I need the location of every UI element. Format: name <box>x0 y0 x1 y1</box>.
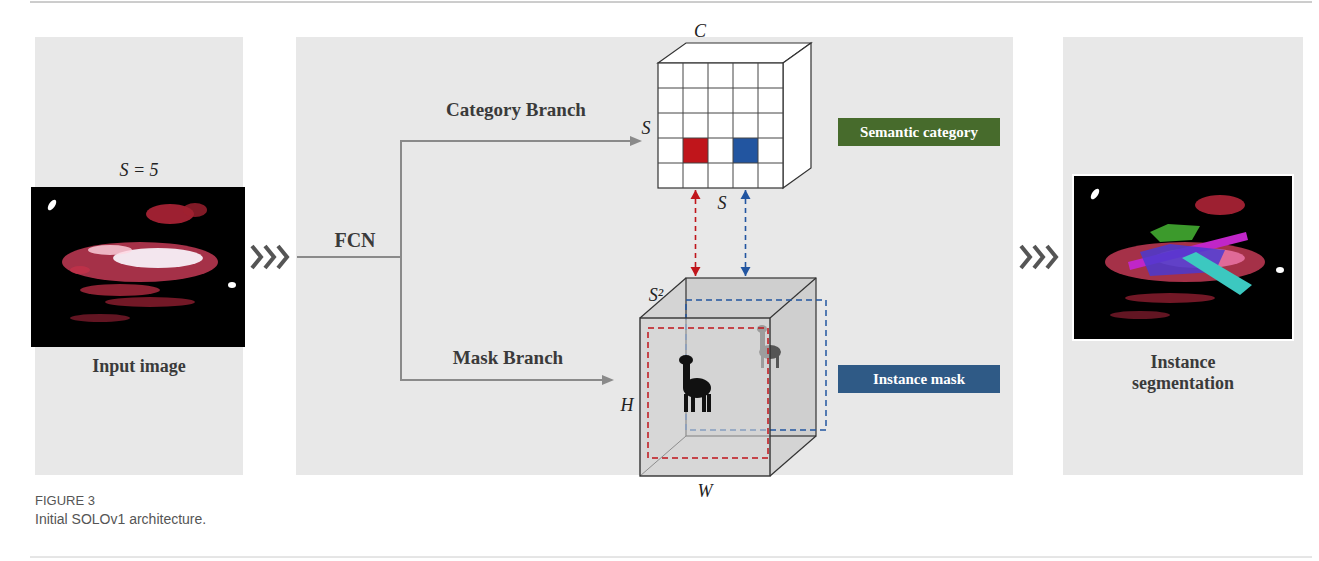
cube-edge <box>640 278 686 318</box>
tag-text: Semantic category <box>860 124 978 141</box>
arrow-head <box>741 190 751 199</box>
segment-mask <box>1182 252 1252 295</box>
grid-line <box>658 138 783 139</box>
dimension-label: S <box>642 118 651 139</box>
network-panel <box>296 37 1013 475</box>
category-grid: CSS <box>658 43 811 188</box>
branch-line <box>297 256 401 258</box>
chevron <box>1047 246 1056 268</box>
cube-side <box>783 43 811 188</box>
branch-line <box>400 379 604 381</box>
dimension-label: W <box>698 481 713 502</box>
cube-edge <box>770 436 816 476</box>
output-tag: Instance mask <box>838 365 1000 393</box>
figure-number: FIGURE 3 <box>35 493 95 508</box>
grid-line <box>658 113 783 114</box>
image-blob <box>80 284 160 296</box>
chevron <box>265 246 274 268</box>
grid-line <box>658 163 783 164</box>
network-label: FCN <box>334 229 375 252</box>
image-ground <box>1073 175 1293 340</box>
cube-front <box>640 318 770 476</box>
image-blob <box>1125 293 1215 303</box>
chevron <box>278 246 287 268</box>
branch-label: Mask Branch <box>453 347 563 369</box>
image-blob <box>183 203 207 217</box>
dimension-label: H <box>621 395 634 416</box>
image-blob <box>105 297 195 307</box>
grid-line <box>683 63 684 188</box>
figure-caption: Initial SOLOv1 architecture. <box>35 511 206 527</box>
connector-line <box>695 190 697 276</box>
arrow-head <box>691 190 701 199</box>
branch-line <box>400 140 632 142</box>
output-tag: Semantic category <box>838 118 1000 146</box>
chevron <box>1034 246 1043 268</box>
top-rule <box>30 2 1312 3</box>
arrow-head <box>741 267 751 276</box>
dimension-label: S² <box>649 285 663 306</box>
grid-lines <box>658 63 783 188</box>
branch-label: Category Branch <box>446 99 586 121</box>
image-spot <box>228 282 236 288</box>
image-blob <box>1110 311 1170 319</box>
arrow-head <box>630 136 642 146</box>
grid-line <box>733 63 734 188</box>
output-panel <box>1063 37 1303 475</box>
dimension-label: S <box>718 193 727 214</box>
input-panel <box>35 37 243 475</box>
image-blob <box>70 266 90 274</box>
image-spot <box>46 198 58 211</box>
llama-leg <box>684 394 688 412</box>
dashed-correspondence-arrow <box>691 190 701 276</box>
branch-line <box>400 140 402 381</box>
connector-line <box>745 190 747 276</box>
image-spot <box>1089 187 1101 200</box>
chevron <box>252 246 261 268</box>
image-blob <box>62 242 218 282</box>
arrow-head <box>691 267 701 276</box>
cube-front <box>658 63 783 188</box>
bottom-rule <box>30 557 1312 558</box>
mask-tensor: S²HW <box>640 278 816 476</box>
output-panel: Instance segmentation <box>1063 37 1303 475</box>
input-panel: S = 5 Input image <box>35 37 243 475</box>
dashed-region-red <box>648 328 768 458</box>
chevron <box>1021 246 1030 268</box>
llama-head <box>679 355 693 365</box>
category-cube <box>658 43 811 188</box>
mask-cube <box>640 278 826 476</box>
tag-text: Instance mask <box>873 371 965 388</box>
llama-front <box>679 355 711 412</box>
panel-title: Instance segmentation <box>1118 352 1248 393</box>
segment-mask <box>1150 224 1200 242</box>
image-blob <box>1195 195 1245 215</box>
llama-leg <box>776 356 779 368</box>
arrow-head <box>602 375 614 385</box>
branch-lines <box>297 140 632 381</box>
image-ground <box>31 187 245 347</box>
grid-line <box>758 63 759 188</box>
grid-size-label: S = 5 <box>119 160 158 181</box>
grid-line <box>658 88 783 89</box>
cube-edge <box>770 278 816 318</box>
image-spot <box>1276 267 1284 273</box>
llama-leg <box>691 394 695 412</box>
grid-line <box>708 63 709 188</box>
dashed-correspondence-arrow <box>741 190 751 276</box>
image-blob <box>88 245 132 255</box>
llama-leg <box>702 394 706 412</box>
input-image <box>31 187 245 347</box>
grid-cell-blue <box>733 138 758 163</box>
output-image <box>1073 175 1293 340</box>
grid-cell-red <box>683 138 708 163</box>
panel-title: Input image <box>92 356 186 377</box>
cube-fill <box>640 278 816 476</box>
dimension-label: C <box>694 21 706 42</box>
llama-leg <box>707 394 711 412</box>
image-blob <box>70 314 130 322</box>
